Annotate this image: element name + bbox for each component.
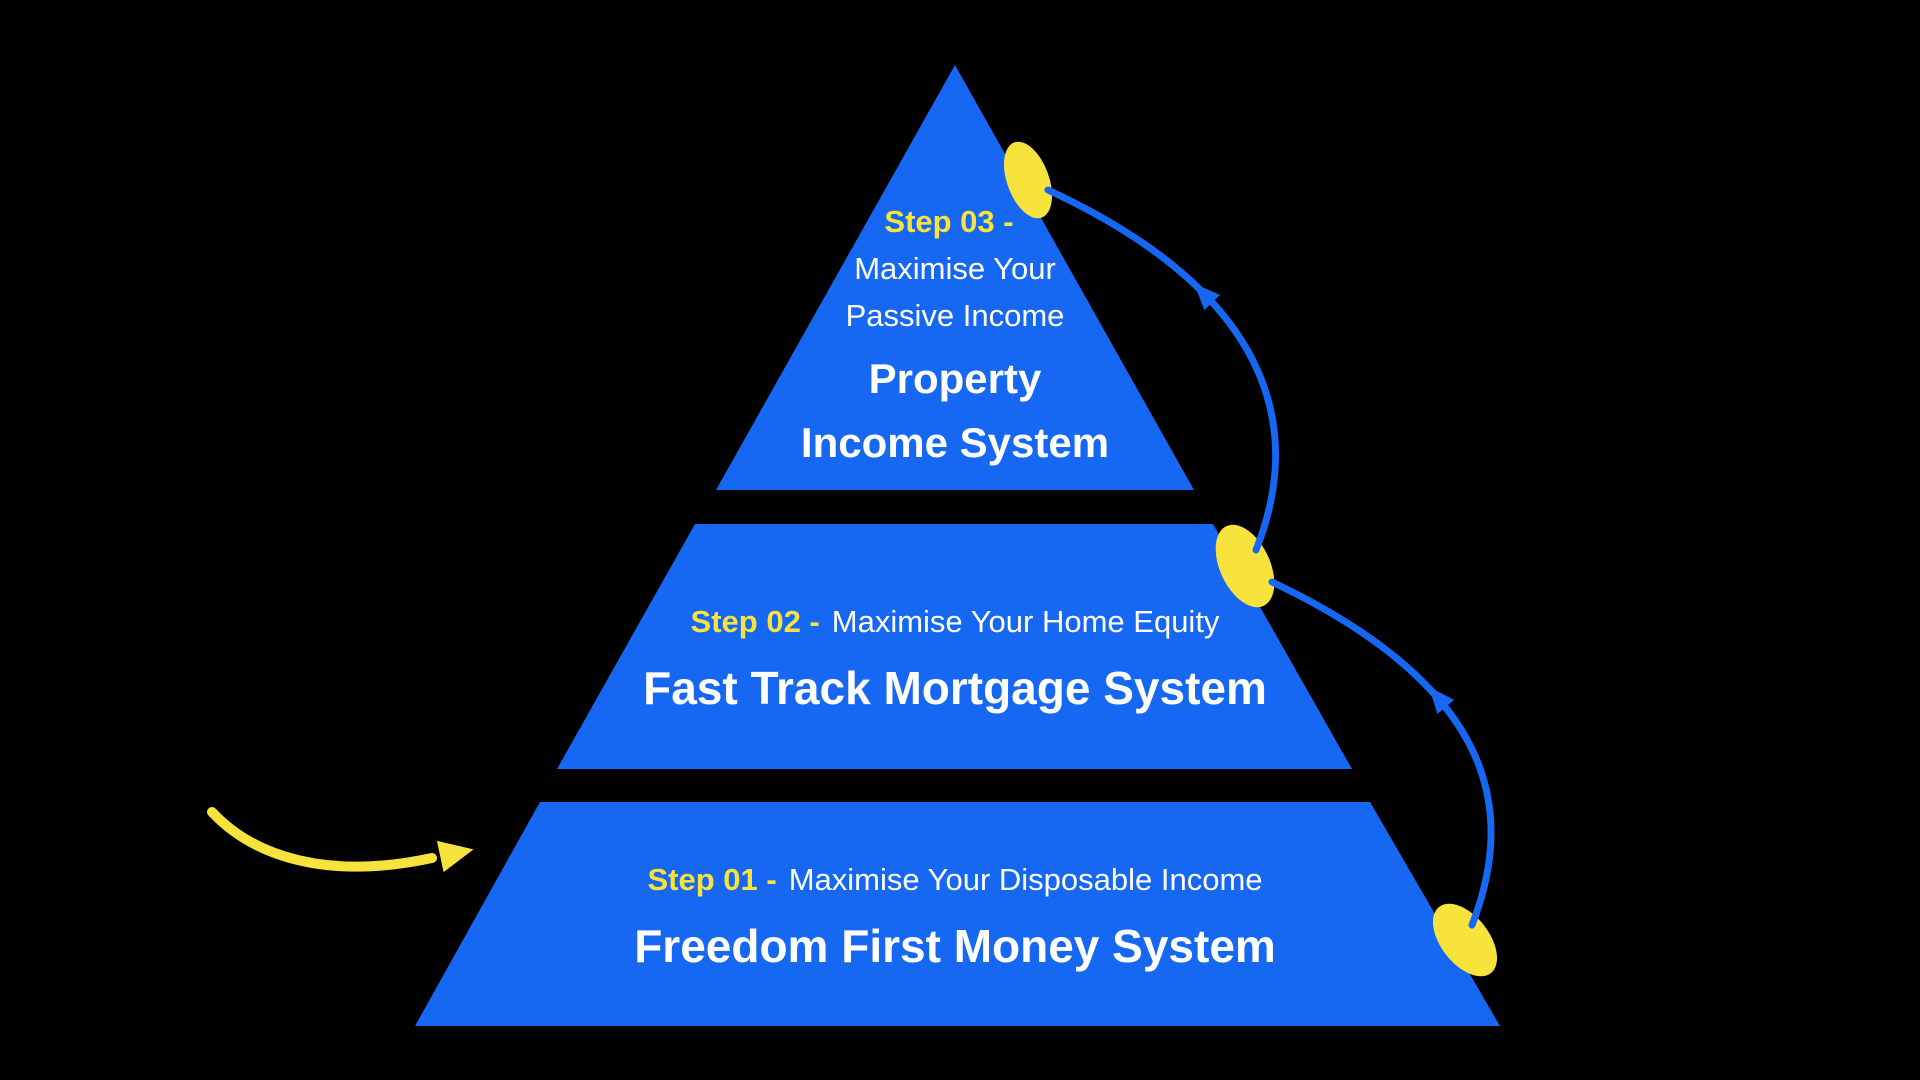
pyramid-tier-step2 [557, 524, 1352, 769]
arrowhead-step2-to-step3-icon [1194, 283, 1221, 311]
curved-arrow-step1-to-step2-icon [1268, 578, 1495, 929]
step2-title: Fast Track Mortgage System [643, 662, 1267, 714]
pyramid-tier-step1 [415, 802, 1500, 1026]
entry-arrow-icon [207, 807, 437, 872]
step2-label: Step 02 - [690, 604, 820, 639]
pyramid-tier-step3 [716, 65, 1194, 490]
step1-label: Step 01 - [647, 862, 777, 897]
step1-title: Freedom First Money System [634, 920, 1276, 972]
step3-title-line1: Property [868, 355, 1042, 402]
highlight-dot-step3-icon [1003, 141, 1053, 219]
highlight-dot-step1-icon [1432, 903, 1498, 977]
curved-arrow-step2-to-step3-icon [1044, 186, 1279, 554]
tier-step1-text: Step 01 - Maximise Your Disposable Income… [395, 856, 1515, 975]
arrowhead-step1-to-step2-icon [1429, 686, 1455, 714]
step3-title-line2: Income System [800, 419, 1110, 466]
step3-description-line1: Maximise Your [854, 251, 1056, 286]
entry-arrowhead-icon [436, 840, 474, 873]
step2-description: Maximise Your Home Equity [831, 604, 1220, 639]
tier-step2-text: Step 02 - Maximise Your Home Equity Fast … [475, 598, 1435, 717]
tier-step3-text: Step 03 - Maximise Your Passive Income P… [705, 198, 1205, 475]
step3-label: Step 03 - [884, 204, 1014, 239]
step1-description: Maximise Your Disposable Income [788, 862, 1263, 897]
step3-description-line2: Passive Income [845, 298, 1065, 333]
